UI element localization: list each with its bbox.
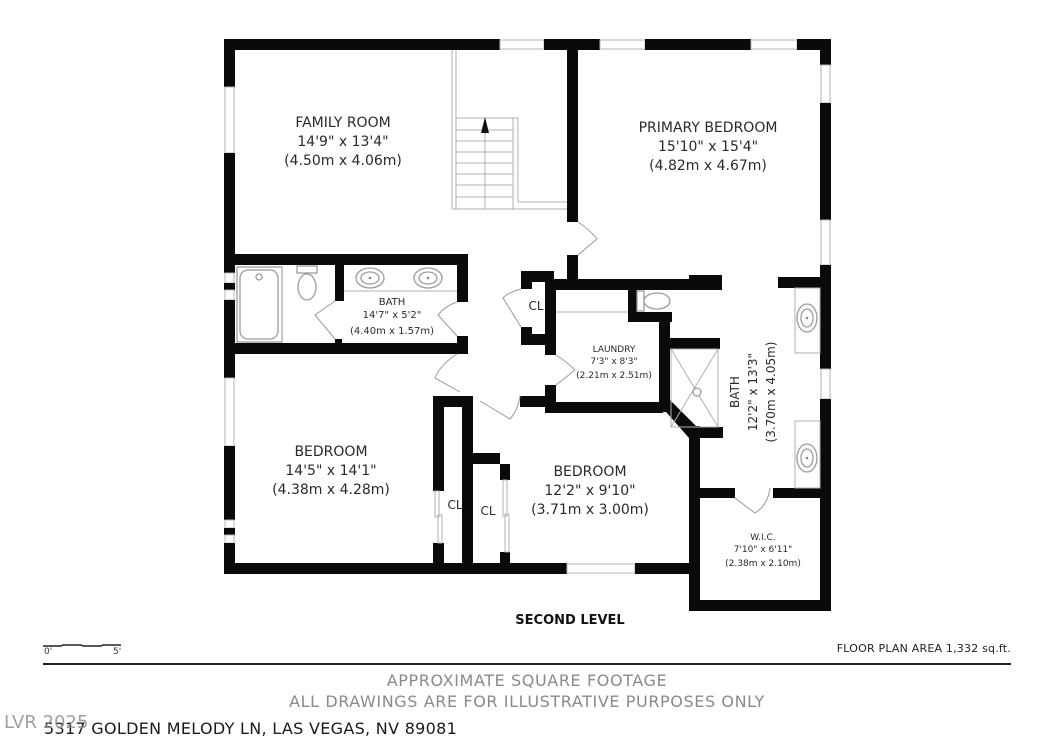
room-laundry[interactable]: LAUNDRY 7'3" x 8'3" (2.21m x 2.51m) [576, 345, 652, 381]
room-hall-bath[interactable]: BATH 14'7" x 5'2" (4.40m x 1.57m) [350, 297, 434, 337]
room-dims-imperial: 7'3" x 8'3" [590, 357, 637, 367]
floor-plan-area: FLOOR PLAN AREA 1,332 sq.ft. [836, 642, 1011, 655]
room-wic[interactable]: W.I.C. 7'10" x 6'11" (2.38m x 2.10m) [725, 533, 801, 569]
closet-bedroom2-label: CL [480, 504, 495, 518]
footer-divider [43, 663, 1011, 665]
room-name: BEDROOM [553, 464, 626, 480]
shower-icon [670, 348, 719, 428]
room-dims-imperial: 14'5" x 14'1" [285, 463, 376, 479]
sink-icon [794, 287, 821, 489]
closet-bedroom1-label: CL [447, 498, 462, 512]
room-dims-metric: (2.21m x 2.51m) [576, 371, 652, 381]
room-dims-metric: (4.40m x 1.57m) [350, 326, 434, 337]
closet-doors [434, 479, 510, 553]
room-bedroom-2[interactable]: BEDROOM 12'2" x 9'10" (3.71m x 3.00m) [531, 464, 649, 518]
fixtures [236, 265, 821, 489]
room-dims-imperial: 14'7" x 5'2" [363, 310, 422, 321]
watermark: LVR 2025 [4, 712, 89, 733]
bathtub-icon [236, 266, 283, 343]
room-name: BATH [379, 297, 406, 308]
exterior-walls [224, 39, 831, 611]
room-name: BATH [728, 376, 742, 408]
stairs-up-arrow-icon [481, 117, 489, 133]
scale-end-label: 5' [113, 647, 122, 657]
room-dims-metric: (4.82m x 4.67m) [649, 158, 767, 174]
room-family-room[interactable]: FAMILY ROOM 14'9" x 13'4" (4.50m x 4.06m… [284, 115, 402, 169]
room-dims-imperial: 14'9" x 13'4" [297, 134, 388, 150]
door-swings [314, 221, 771, 514]
toilet-icon [296, 265, 318, 301]
room-name: FAMILY ROOM [295, 115, 390, 131]
property-address: 5317 GOLDEN MELODY LN, LAS VEGAS, NV 890… [44, 719, 458, 738]
room-dims-metric: (4.50m x 4.06m) [284, 153, 402, 169]
scale-bar [43, 640, 133, 658]
room-name: LAUNDRY [593, 345, 636, 355]
scale-start-label: 0' [44, 647, 53, 657]
room-dims-imperial: 12'2" x 9'10" [544, 483, 635, 499]
room-dims-metric: (3.71m x 3.00m) [531, 502, 649, 518]
room-dims-imperial: 7'10" x 6'11" [734, 545, 793, 555]
interior-walls [235, 50, 820, 563]
scale-bar-icon [43, 644, 121, 647]
level-title: SECOND LEVEL [515, 613, 625, 628]
room-name: BEDROOM [294, 444, 367, 460]
room-name: PRIMARY BEDROOM [639, 120, 778, 136]
closet-hall-label: CL [528, 299, 543, 313]
room-dims-imperial: 12'2" x 13'3" [746, 353, 760, 431]
room-dims-metric: (4.38m x 4.28m) [272, 482, 390, 498]
disclaimer-line-1: APPROXIMATE SQUARE FOOTAGE [386, 671, 668, 690]
room-bedroom-1[interactable]: BEDROOM 14'5" x 14'1" (4.38m x 4.28m) [272, 444, 390, 498]
room-dims-metric: (3.70m x 4.05m) [764, 342, 778, 443]
sink-icon [344, 267, 457, 292]
room-name: W.I.C. [750, 533, 775, 543]
room-primary-bedroom[interactable]: PRIMARY BEDROOM 15'10" x 15'4" (4.82m x … [639, 120, 778, 174]
room-dims-imperial: 15'10" x 15'4" [658, 139, 758, 155]
toilet-icon [636, 290, 671, 312]
room-dims-metric: (2.38m x 2.10m) [725, 559, 801, 569]
disclaimer-line-2: ALL DRAWINGS ARE FOR ILLUSTRATIVE PURPOS… [289, 692, 765, 711]
room-primary-bath[interactable]: BATH 12'2" x 13'3" (3.70m x 4.05m) [728, 342, 778, 443]
staircase[interactable] [451, 50, 567, 210]
